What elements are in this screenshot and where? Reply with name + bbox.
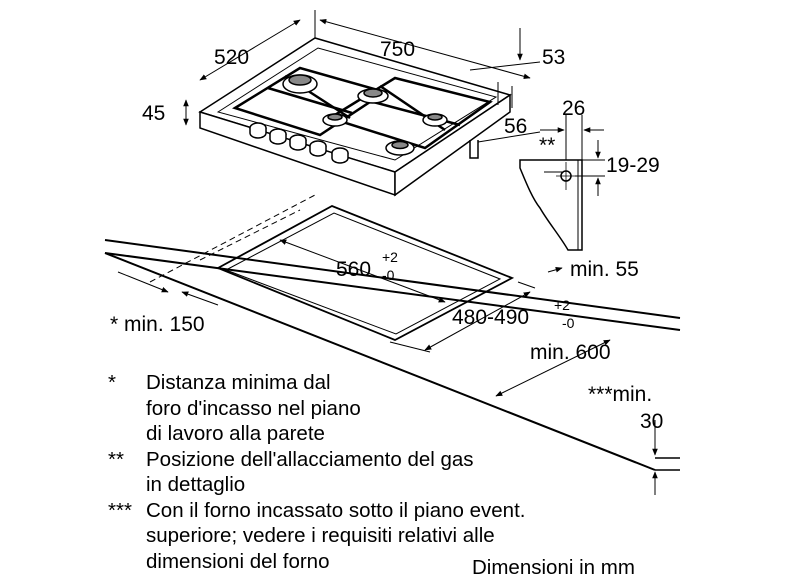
worktop-dimension-lines (117, 239, 658, 495)
dim-hob-height: 45 (142, 102, 165, 125)
footnote-line: Posizione dell'allacciamento del gas (146, 447, 474, 471)
burner-front (385, 140, 415, 156)
dim-gas-height: 19-29 (606, 154, 660, 177)
knob-4 (309, 140, 327, 157)
dim-detail-marker: ** (539, 134, 555, 157)
burner-rear (357, 88, 389, 104)
footnotes: * Distanza minima dal foro d'incasso nel… (108, 370, 668, 574)
knob-2 (269, 128, 287, 145)
footnote-line: foro d'incasso nel piano (146, 396, 361, 420)
footnote-marker: * (108, 371, 116, 394)
dim-gas-offset-side: 56 (504, 115, 527, 138)
dim-cutout-width-tol-minus: -0 (382, 267, 395, 283)
footnote-2: ** Posizione dell'allacciamento del gas … (108, 447, 668, 498)
footnote-line: in dettaglio (146, 473, 246, 496)
hob-dimension-lines (183, 10, 541, 143)
footnote-line: dimensioni del forno (146, 549, 330, 573)
units-label: Dimensioni in mm (472, 556, 635, 579)
burner-centre (322, 113, 348, 127)
burner-right (422, 113, 448, 127)
dim-gas-offset-top: 53 (542, 46, 565, 69)
knob-5 (331, 147, 349, 164)
footnote-marker: ** (108, 447, 124, 471)
dim-worktop-thickness: min. 55 (570, 258, 639, 281)
dim-cutout-width-tol-plus: +2 (382, 249, 398, 265)
dim-cutout-depth-tol-minus: -0 (562, 315, 575, 331)
wok-burner (282, 74, 318, 94)
footnote-line: Con il forno incassato sotto il piano ev… (146, 498, 526, 522)
footnote-line: di lavoro alla parete (146, 422, 325, 445)
dim-oven-value: 30 (640, 410, 663, 433)
footnote-1: * Distanza minima dal foro d'incasso nel… (108, 370, 668, 447)
knob-3 (289, 134, 307, 151)
dim-bracket-width: 26 (562, 97, 585, 120)
footnote-line: superiore; vedere i requisiti relativi a… (146, 524, 495, 547)
control-knobs (249, 122, 349, 164)
dim-cutout-depth: 480-490 (452, 306, 529, 329)
dim-oven-marker: ***min. (588, 383, 652, 406)
dim-hob-width: 750 (380, 38, 415, 61)
dim-cutout-width: 560 (336, 258, 371, 281)
dimension-labels: 520 750 45 53 56 26 ** 19-29 560 +2 -0 4… (110, 38, 663, 433)
footnote-marker: *** (108, 498, 132, 522)
dim-cutout-depth-tol-plus: +2 (554, 297, 570, 313)
dim-worktop-depth: min. 600 (530, 341, 611, 364)
gas-connection-detail (519, 115, 605, 251)
footnote-3: *** Con il forno incassato sotto il pian… (108, 498, 668, 575)
footnote-line: Distanza minima dal (146, 371, 331, 394)
dim-hob-depth: 520 (214, 46, 249, 69)
knob-1 (249, 122, 267, 139)
dim-wall-distance: * min. 150 (110, 313, 205, 336)
worktop-cutout (149, 194, 515, 341)
